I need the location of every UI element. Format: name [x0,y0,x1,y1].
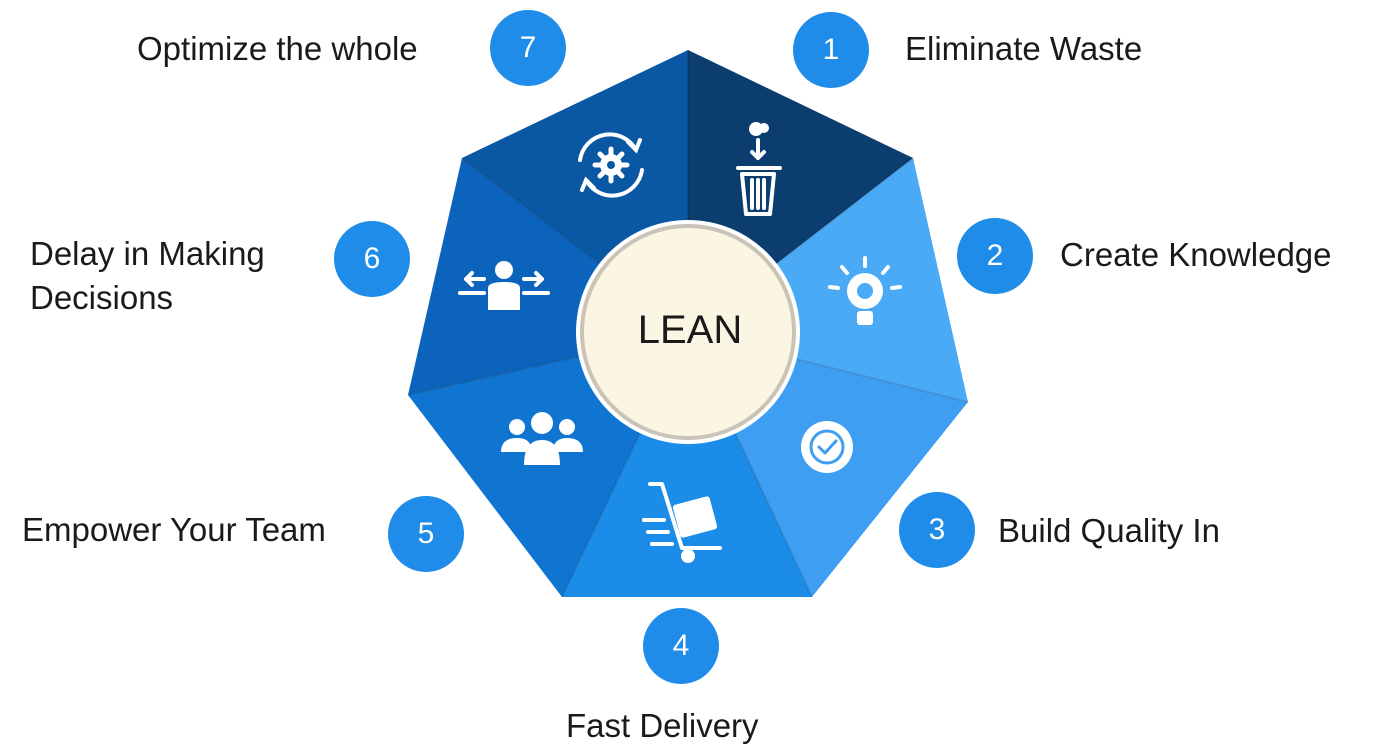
lightbulb-brain-icon [828,256,902,325]
number-badge-6: 6 [334,221,410,297]
delivery-cart-icon [642,482,722,563]
team-icon [501,412,583,465]
number-badge-1: 1 [793,12,869,88]
center-label: LEAN [637,308,743,352]
principle-label-6: Delay in Making Decisions [30,235,265,316]
gear-cycle-icon [578,132,644,198]
principle-label-5: Empower Your Team [22,511,326,548]
principle-label-2: Create Knowledge [1060,236,1332,273]
number-badge-5: 5 [388,496,464,572]
number-badge-7: 7 [490,10,566,86]
trash-bin-icon [736,122,782,216]
decision-person-icon [458,261,550,310]
principle-label-3: Build Quality In [998,512,1220,549]
number-badge-4: 4 [643,608,719,684]
number-badge-3: 3 [899,492,975,568]
segment-4 [562,332,812,597]
principle-label-1: Eliminate Waste [905,30,1143,67]
number-badge-2: 2 [957,218,1033,294]
quality-badge-icon [801,421,853,473]
principle-label-4: Fast Delivery [566,707,759,744]
principle-label-7: Optimize the whole [137,30,418,67]
